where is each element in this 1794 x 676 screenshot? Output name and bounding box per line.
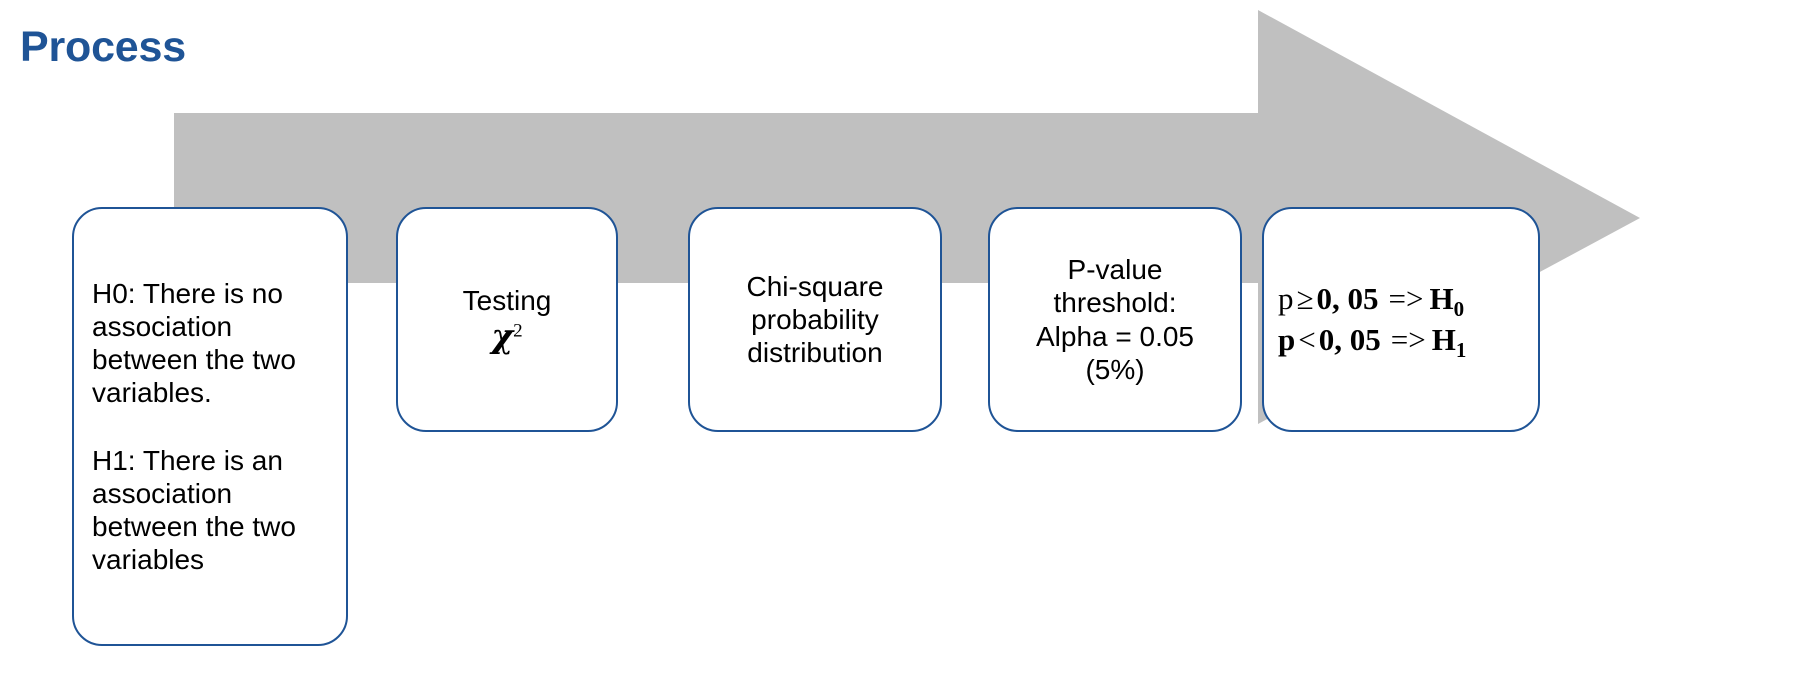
step-4-line-2: threshold:: [1053, 287, 1177, 319]
step-3-text: Chi-square probability distribution: [690, 270, 940, 369]
step-4-line-3: Alpha = 0.05: [1035, 320, 1195, 352]
step-box-testing[interactable]: Testing χ2: [396, 207, 618, 432]
rule-1-hypothesis: H: [1431, 321, 1456, 357]
step-4-line-1: P-value: [1067, 254, 1163, 286]
rule-0-variable: p: [1278, 280, 1294, 316]
rule-0-hypothesis: H: [1429, 280, 1454, 316]
rule-0-operator: ≥: [1296, 280, 1314, 316]
rule-1-value: 0, 05: [1318, 321, 1381, 357]
step-2-line-1: Testing: [462, 284, 552, 316]
step-2-text: Testing χ2: [398, 284, 616, 356]
step-4-line-4: (5%): [1085, 353, 1145, 385]
step-1-line-4: variables.: [92, 377, 212, 409]
step-4-text: P-value threshold: Alpha = 0.05 (5%): [990, 253, 1240, 385]
step-1-line-2: association: [92, 311, 233, 343]
rule-1-implies: =>: [1390, 321, 1426, 357]
step-3-line-3: distribution: [747, 337, 883, 369]
chi-glyph: χ: [491, 315, 514, 355]
decision-rule-accept-h0: p≥0, 05=>H0: [1278, 279, 1524, 320]
step-1-line-1: H0: There is no: [92, 278, 283, 310]
step-5-text: p≥0, 05=>H0 p<0, 05=>H1: [1264, 279, 1538, 361]
step-1-line-3: between the two: [92, 344, 296, 376]
decision-rule-accept-h1: p<0, 05=>H1: [1278, 320, 1524, 361]
step-1-line-7: between the two: [92, 510, 296, 542]
page-title: Process: [20, 23, 186, 71]
step-box-decision-rule[interactable]: p≥0, 05=>H0 p<0, 05=>H1: [1262, 207, 1540, 432]
step-1-blank-line: [92, 410, 328, 444]
rule-0-value: 0, 05: [1316, 280, 1379, 316]
step-1-line-6: association: [92, 477, 233, 509]
step-3-line-1: Chi-square: [746, 270, 884, 302]
step-3-line-2: probability: [751, 303, 879, 335]
step-box-distribution[interactable]: Chi-square probability distribution: [688, 207, 942, 432]
step-box-pvalue-threshold[interactable]: P-value threshold: Alpha = 0.05 (5%): [988, 207, 1242, 432]
step-1-line-8: variables: [92, 543, 205, 575]
chi-exponent: 2: [513, 320, 523, 342]
rule-1-operator: <: [1298, 321, 1316, 357]
rule-1-hypothesis-subscript: 1: [1455, 337, 1467, 362]
step-box-hypotheses[interactable]: H0: There is no association between the …: [72, 207, 348, 646]
rule-0-hypothesis-subscript: 0: [1453, 296, 1465, 321]
rule-0-implies: =>: [1388, 280, 1424, 316]
rule-1-variable: p: [1278, 321, 1296, 357]
step-1-line-5: H1: There is an: [92, 444, 283, 476]
step-1-text: H0: There is no association between the …: [74, 277, 346, 575]
chi-square-symbol: χ2: [412, 315, 602, 356]
